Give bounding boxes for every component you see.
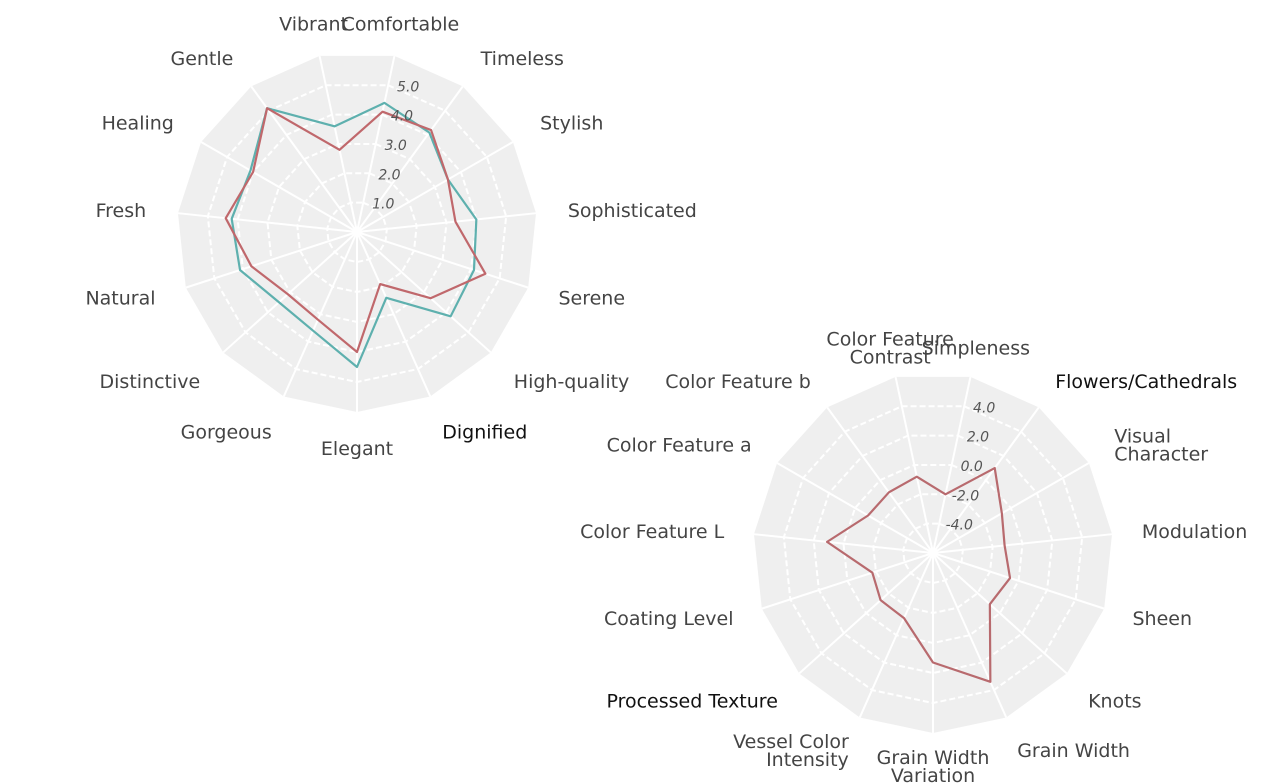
grid-spoke (282, 231, 358, 397)
grid-spoke (356, 231, 492, 354)
tick-label: -2.0 (952, 488, 979, 504)
grid-ring (812, 434, 1054, 675)
axis-label: Sophisticated (568, 200, 697, 222)
axis-label: Timeless (480, 48, 564, 70)
axis-label: Dignified (442, 422, 527, 444)
axis-label: Color Feature a (607, 434, 752, 456)
axis-label: Coating Level (604, 608, 734, 630)
axis-label: Grain Width (1017, 740, 1130, 762)
axis-label: Modulation (1142, 521, 1247, 543)
grid-spoke (894, 376, 934, 554)
axis-label: Serene (558, 287, 625, 309)
axis-label: Processed Texture (606, 691, 777, 713)
grid-spoke (200, 141, 358, 233)
grid-spoke (356, 141, 514, 233)
grid-spoke (356, 231, 529, 289)
axis-label: Gentle (170, 48, 233, 70)
grid-ring (206, 84, 508, 384)
tick-label: 2.0 (967, 430, 989, 446)
grid-spoke (932, 406, 1040, 554)
grid-spoke (932, 552, 1105, 610)
grid-spoke (932, 552, 1068, 675)
tick-label: 4.0 (973, 400, 995, 416)
grid-ring (842, 463, 1024, 645)
grid-spoke (356, 212, 537, 233)
tick-label: -4.0 (946, 518, 973, 534)
axis-label: Color Feature b (665, 371, 811, 393)
grid-spoke (761, 552, 934, 610)
axis-label: Distinctive (100, 371, 201, 393)
radar-chart-features: -4.0 -2.0 0.0 2.0 4.0 SimplenessFlowers/Cathe… (580, 328, 1247, 783)
grid-spoke (826, 406, 934, 554)
grid-spoke (932, 376, 972, 554)
grid-spoke (222, 231, 358, 354)
axis-label: Vibrant (279, 14, 348, 36)
axis-label: Natural (85, 287, 155, 309)
tick-label: 4.0 (391, 109, 413, 125)
grid-spoke (356, 231, 432, 397)
grid-spoke (858, 552, 934, 718)
grid-ring (872, 493, 994, 615)
axis-label: Fresh (96, 200, 147, 222)
grid-ring (326, 201, 388, 264)
axis-label: Stylish (540, 112, 603, 134)
grid-spoke (932, 462, 1090, 554)
grid-spoke (356, 85, 464, 233)
axis-label: Color Feature L (580, 521, 724, 543)
grid-ring (296, 172, 418, 294)
grid-spoke (753, 533, 934, 554)
axis-label: Gorgeous (181, 422, 272, 444)
series-teal (230, 101, 478, 369)
grid-spoke (250, 85, 358, 233)
grid-ring (782, 405, 1084, 705)
grid-spoke (177, 212, 358, 233)
tick-label: 2.0 (378, 167, 400, 183)
series-red (825, 466, 1012, 683)
axis-label: Simpleness (922, 337, 1030, 359)
grid-spoke (932, 533, 1113, 554)
axis-label: Knots (1088, 691, 1141, 713)
axis-label: Comfortable (342, 14, 460, 36)
grid-spoke (185, 231, 358, 289)
axis-label: Sheen (1132, 608, 1192, 630)
axis-label: Healing (102, 112, 174, 134)
grid-spoke (932, 552, 1008, 718)
series-red (224, 107, 487, 354)
grid-ring (266, 142, 448, 324)
grid-spoke (356, 55, 396, 233)
tick-label: 5.0 (397, 79, 419, 95)
grid-ring (902, 522, 964, 585)
grid-spoke (798, 552, 934, 675)
grid-spoke (318, 55, 358, 233)
grid-spoke (776, 462, 934, 554)
tick-label: 3.0 (385, 138, 407, 154)
radar-chart-emotions: 1.0 2.0 3.0 4.0 5.0 ComfortableTimelessStylis… (85, 14, 696, 460)
tick-label: 1.0 (372, 197, 394, 213)
tick-label: 0.0 (961, 459, 983, 475)
axis-label: High-quality (514, 371, 630, 393)
axis-label: Flowers/Cathedrals (1055, 371, 1237, 393)
axis-label: Elegant (321, 438, 393, 460)
